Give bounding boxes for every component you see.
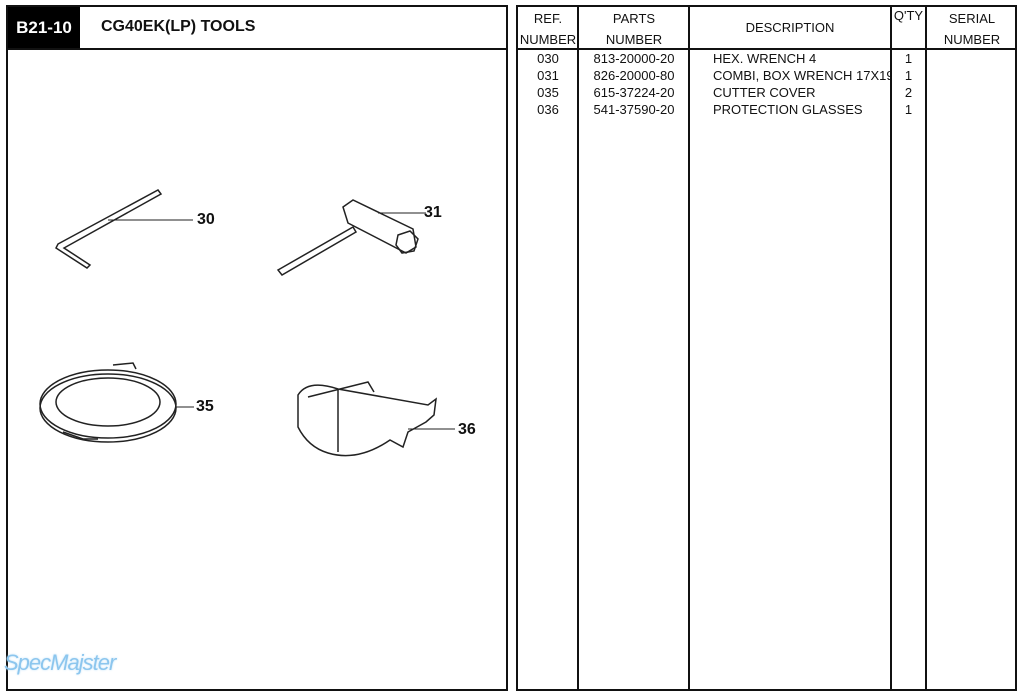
description: PROTECTION GLASSES [713, 102, 863, 117]
table-row: 031 826-20000-80 COMBI, BOX WRENCH 17X19… [518, 67, 1015, 84]
section-code: B21-10 [8, 7, 80, 48]
part-number: 541-37590-20 [593, 102, 675, 117]
ref-number: 030 [537, 51, 559, 66]
quantity: 1 [904, 102, 913, 117]
part-number: 813-20000-20 [593, 51, 675, 66]
callout-35: 35 [196, 398, 214, 415]
table-header-divider [518, 48, 1015, 50]
quantity: 2 [904, 85, 913, 100]
diagram-panel: B21-10 CG40EK(LP) TOOLS 30 31 3 [6, 5, 508, 691]
part-number: 826-20000-80 [593, 68, 675, 83]
divider [8, 48, 506, 50]
table-row: 036 541-37590-20 PROTECTION GLASSES 1 [518, 101, 1015, 118]
page-title: CG40EK(LP) TOOLS [101, 18, 256, 35]
description: COMBI, BOX WRENCH 17X19 [713, 68, 890, 83]
header-description: DESCRIPTION [745, 20, 835, 35]
callout-31: 31 [424, 204, 442, 221]
cutter-cover-drawing [39, 362, 194, 443]
hex-wrench-drawing [55, 189, 193, 269]
ref-number: 035 [537, 85, 559, 100]
table-row: 030 813-20000-20 HEX. WRENCH 4 1 [518, 50, 1015, 67]
parts-illustration [39, 189, 455, 457]
column-divider [688, 7, 690, 689]
box-wrench-drawing [276, 199, 426, 276]
quantity: 1 [904, 51, 913, 66]
callout-30: 30 [197, 211, 215, 228]
watermark-logo: SpecMajster [4, 650, 116, 675]
ref-number: 031 [537, 68, 559, 83]
description: CUTTER COVER [713, 85, 816, 100]
part-number: 615-37224-20 [593, 85, 675, 100]
callout-36: 36 [458, 421, 476, 438]
quantity: 1 [904, 68, 913, 83]
ref-number: 036 [537, 102, 559, 117]
column-divider [577, 7, 579, 689]
column-divider [925, 7, 927, 689]
protection-glasses-drawing [297, 381, 455, 457]
description: HEX. WRENCH 4 [713, 51, 817, 66]
column-divider [890, 7, 892, 689]
header-qty: Q'TY [893, 8, 924, 23]
header-ref: REF.NUMBER [519, 11, 577, 47]
table-row: 035 615-37224-20 CUTTER COVER 2 [518, 84, 1015, 101]
